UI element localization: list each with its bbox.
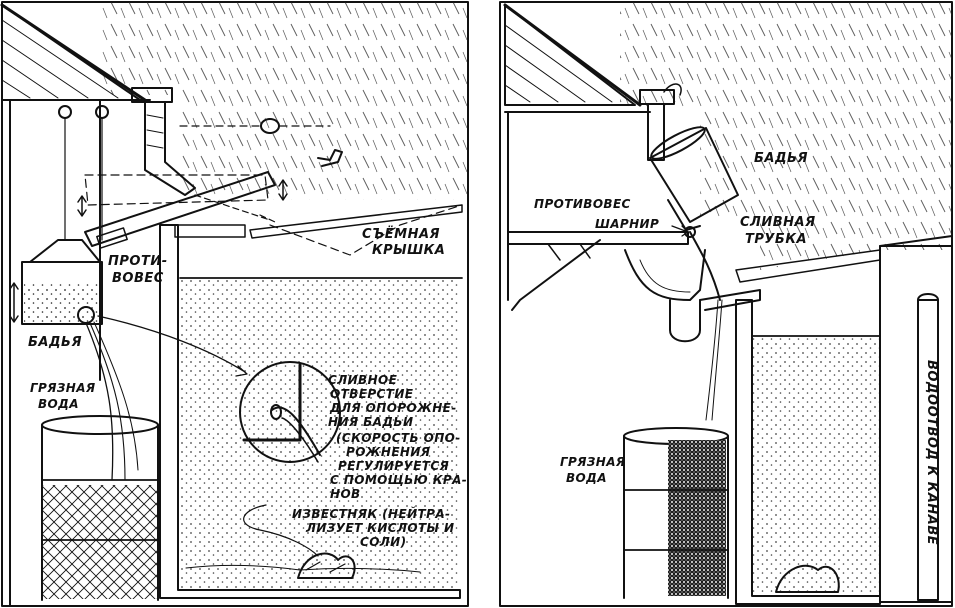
tilting-chute	[84, 171, 276, 249]
rain-right	[620, 2, 952, 270]
cistern-left	[159, 204, 463, 599]
roof-left	[0, 3, 151, 102]
right-panel: БАДЬЯ ПРОТИВОВЕС ШАРНИР СЛИВНАЯ ТРУБКА Г…	[499, 1, 953, 607]
label-removable-lid: СЪЁМНАЯ КРЫШКА	[362, 226, 445, 258]
pulley-left-2	[95, 105, 109, 119]
limestone-pile-right	[775, 564, 840, 593]
support-beam	[507, 226, 696, 311]
rain-left	[100, 2, 468, 200]
house-wall-left	[9, 99, 101, 607]
drain-tube	[669, 231, 761, 421]
counterweight-right	[624, 249, 706, 301]
bucket-right	[649, 126, 739, 231]
drain-hole-detail	[239, 361, 341, 463]
label-ditch-drain: ВОДООТВОД К КАНАВЕ	[924, 360, 939, 545]
label-bucket-right: БАДЬЯ	[754, 151, 808, 166]
callout-arrow	[97, 315, 248, 377]
label-dirty-water-left: ГРЯЗНАЯ ВОДА	[30, 381, 100, 411]
limestone-pile	[297, 552, 356, 579]
left-panel: ПРОТИ- ВОВЕС БАДЬЯ ГРЯЗНАЯ ВОДА СЪЁМНАЯ …	[0, 1, 472, 607]
removable-lid-outline	[269, 204, 463, 256]
label-counterweight-right: ПРОТИВОВЕС	[534, 197, 631, 211]
downspout-right	[639, 83, 682, 161]
barrel-right	[623, 427, 729, 599]
cistern-right	[735, 249, 881, 605]
label-counterweight-left: ПРОТИ- ВОВЕС	[108, 254, 173, 286]
label-dirty-water-right: ГРЯЗНАЯ ВОДА	[560, 455, 630, 485]
bucket-left	[21, 239, 139, 481]
label-bucket-left: БАДЬЯ	[28, 335, 82, 350]
overflow-wall	[879, 235, 953, 603]
downspout-left	[131, 87, 196, 196]
label-drain-hole: СЛИВНОЕ ОТВЕРСТИЕ ДЛЯ ОПОРОЖНЕ- НИЯ БАДЬ…	[328, 373, 472, 501]
label-limestone: ИЗВЕСТНЯК (НЕЙТРА- ЛИЗУЕТ КИСЛОТЫ И СОЛИ…	[292, 506, 459, 549]
barrel-left	[41, 415, 159, 601]
label-hinge: ШАРНИР	[595, 217, 659, 231]
label-drain-tube: СЛИВНАЯ ТРУБКА	[740, 215, 821, 247]
roof-right	[503, 3, 651, 113]
pulley-left-1	[58, 105, 72, 119]
